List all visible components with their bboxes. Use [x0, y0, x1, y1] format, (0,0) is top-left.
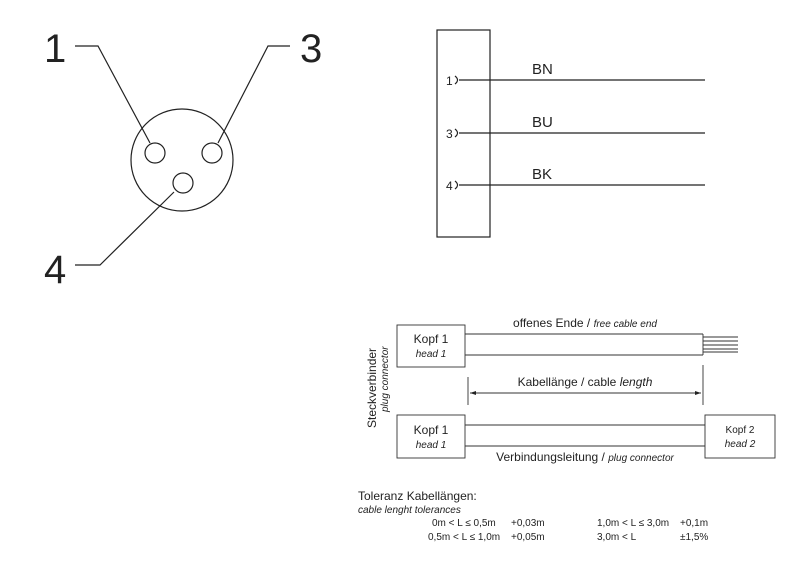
- pinout-diagram: 1 3 4: [44, 27, 322, 292]
- wire-4: 4 BK: [446, 166, 705, 193]
- tolerance-value: ±1,5%: [680, 532, 708, 543]
- wire-color: BK: [532, 166, 552, 183]
- pin-3: [201, 142, 223, 164]
- head-1-label: Kopf 1: [414, 332, 449, 346]
- open-cable: [465, 333, 704, 356]
- pin-label-1: 1: [44, 27, 66, 71]
- free-wire-ends: [703, 336, 738, 353]
- head-2-label: Kopf 2: [726, 425, 755, 436]
- tolerance-value: +0,1m: [680, 518, 708, 529]
- head-1-label: Kopf 1: [414, 423, 449, 437]
- tolerance-table: Toleranz Kabellängen: cable lenght toler…: [358, 489, 708, 543]
- tolerance-range: 1,0m < L ≤ 3,0m: [597, 518, 669, 529]
- tolerance-subtitle: cable lenght tolerances: [358, 505, 461, 516]
- wire-pin: 3: [446, 127, 453, 141]
- cable-diagram: Steckverbinder plug connector Kopf 1 hea…: [365, 316, 776, 464]
- tolerance-value: +0,05m: [511, 532, 545, 543]
- side-label: Steckverbinder: [365, 348, 379, 428]
- head-1-box: [396, 324, 466, 368]
- wire-pin: 4: [446, 179, 453, 193]
- wire-color: BN: [532, 61, 553, 78]
- head-1-box-2: [396, 414, 466, 459]
- connector-outline: [130, 108, 234, 212]
- pin-label-3: 3: [300, 27, 322, 71]
- tolerance-value: +0,03m: [511, 518, 545, 529]
- wiring-diagram: 1 BN 3 BU 4 BK: [436, 29, 705, 238]
- connection-label: Verbindungsleitung / plug connector: [496, 450, 674, 464]
- leader-1: [75, 45, 151, 144]
- wire-1: 1 BN: [446, 61, 705, 88]
- leader-4: [75, 191, 175, 266]
- wire-pin: 1: [446, 74, 453, 88]
- pin-1: [144, 142, 166, 164]
- tolerance-range: 3,0m < L: [597, 532, 637, 543]
- wire-color: BU: [532, 114, 553, 131]
- pin-4: [172, 172, 194, 194]
- open-end-label: offenes Ende / free cable end: [513, 316, 657, 330]
- wire-3: 3 BU: [446, 114, 705, 141]
- head-1-label-en: head 1: [416, 440, 447, 451]
- tolerance-title: Toleranz Kabellängen:: [358, 489, 477, 503]
- side-label-en: plug connector: [380, 346, 391, 413]
- length-label: Kabellänge / cable length: [518, 375, 653, 389]
- leader-3: [217, 45, 290, 144]
- head-1-label-en: head 1: [416, 349, 447, 360]
- length-dimension: [467, 365, 704, 405]
- tolerance-range: 0,5m < L ≤ 1,0m: [428, 532, 500, 543]
- connection-cable: [465, 424, 705, 447]
- tolerance-range: 0m < L ≤ 0,5m: [432, 518, 496, 529]
- head-2-label-en: head 2: [725, 439, 756, 450]
- head-2-box: [704, 414, 776, 459]
- pin-label-4: 4: [44, 248, 66, 292]
